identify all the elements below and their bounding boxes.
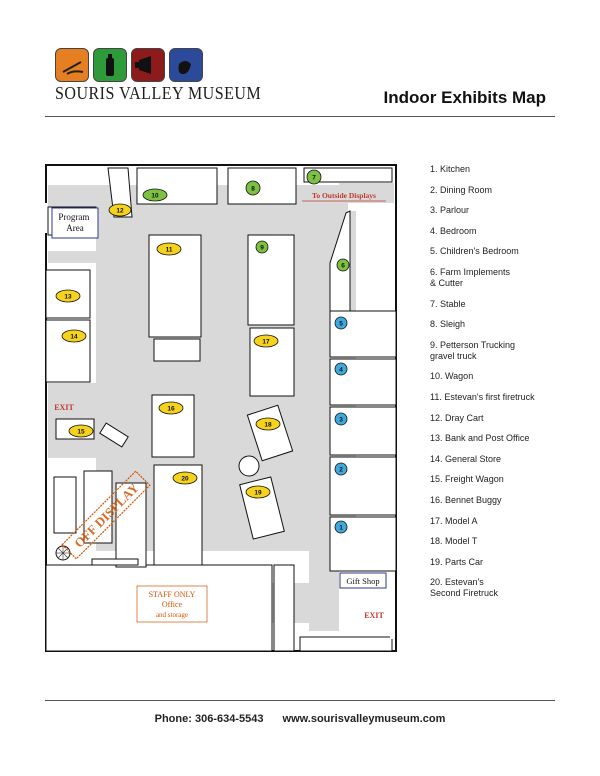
- logo-tile-orange: [55, 48, 89, 82]
- legend-item: 3. Parlour: [430, 205, 470, 216]
- svg-text:20: 20: [181, 476, 189, 483]
- program-area-line2: Area: [66, 223, 84, 233]
- svg-text:4: 4: [339, 367, 343, 374]
- svg-text:8: 8: [251, 186, 255, 193]
- marker-19: 19: [245, 485, 271, 499]
- legend-item: 7. Stable: [430, 298, 466, 309]
- marker-11: 11: [156, 242, 182, 256]
- svg-text:10: 10: [151, 193, 159, 200]
- marker-5: 5: [334, 316, 348, 330]
- marker-16: 16: [158, 401, 184, 415]
- legend-item: 15. Freight Wagon: [430, 474, 504, 485]
- floor-map: Program Area To Outside Displays EXIT EX…: [44, 164, 397, 652]
- marker-20: 20: [172, 471, 198, 485]
- legend-item: 4. Bedroom: [430, 225, 477, 236]
- footer-phone: Phone: 306-634-5543: [154, 713, 264, 725]
- staff-only-label: STAFF ONLY: [149, 590, 196, 599]
- legend-item: 5. Children's Bedroom: [430, 246, 519, 257]
- svg-text:17: 17: [262, 339, 270, 346]
- marker-2: 2: [334, 462, 348, 476]
- svg-text:13: 13: [64, 294, 72, 301]
- gift-shop-box: [339, 572, 387, 589]
- svg-text:6: 6: [341, 263, 345, 270]
- office-label: Office: [162, 600, 183, 609]
- legend-item: 19. Parts Car: [430, 556, 484, 567]
- legend-item: 18. Model T: [430, 536, 478, 547]
- footer: Phone: 306-634-5543 www.sourisvalleymuse…: [0, 713, 600, 725]
- gift-shop-label: Gift Shop: [346, 576, 379, 586]
- storage-label: and storage: [156, 611, 188, 619]
- outer-wall: [45, 164, 397, 652]
- svg-text:5: 5: [339, 321, 343, 328]
- svg-text:1: 1: [339, 525, 343, 532]
- marker-9: 9: [255, 240, 269, 254]
- page-title: Indoor Exhibits Map: [383, 88, 546, 107]
- footer-divider: [45, 700, 555, 701]
- marker-12: 12: [108, 203, 132, 217]
- marker-17: 17: [253, 334, 279, 348]
- marker-1: 1: [334, 520, 348, 534]
- legend-item: 6. Farm Implements & Cutter: [430, 266, 511, 288]
- marker-14: 14: [61, 329, 87, 343]
- legend-item: 9. Petterson Trucking gravel truck: [430, 339, 516, 361]
- marker-13: 13: [55, 289, 81, 303]
- svg-text:7: 7: [312, 175, 316, 182]
- footer-website[interactable]: www.sourisvalleymuseum.com: [282, 713, 446, 725]
- exit-label-right: EXIT: [364, 611, 384, 620]
- svg-text:9: 9: [260, 245, 264, 252]
- svg-text:16: 16: [167, 406, 175, 413]
- logo-icons: [62, 54, 191, 76]
- program-area-line1: Program: [58, 212, 89, 222]
- svg-text:11: 11: [166, 247, 173, 254]
- legend-item: 10. Wagon: [430, 371, 474, 382]
- marker-18: 18: [255, 417, 281, 431]
- marker-7: 7: [306, 169, 322, 185]
- legend-item: 2. Dining Room: [430, 184, 493, 195]
- program-area-box: [51, 207, 99, 239]
- marker-8: 8: [245, 180, 261, 196]
- svg-text:14: 14: [70, 334, 78, 341]
- legend-item: 13. Bank and Post Office: [430, 433, 530, 444]
- program-area-label: Program Area: [58, 212, 91, 233]
- svg-text:2: 2: [339, 467, 343, 474]
- legend-item: 17. Model A: [430, 515, 478, 526]
- legend-item: 11. Estevan's first firetruck: [430, 391, 535, 402]
- marker-10: 10: [142, 188, 168, 202]
- legend-item: 8. Sleigh: [430, 319, 466, 330]
- legend-item: 1. Kitchen: [430, 164, 471, 174]
- marker-15: 15: [68, 424, 94, 438]
- svg-text:3: 3: [339, 417, 343, 424]
- marker-3: 3: [334, 412, 348, 426]
- exit-label-left: EXIT: [54, 403, 74, 412]
- legend-item: 20. Estevan's Second Firetruck: [430, 577, 499, 599]
- svg-text:12: 12: [116, 208, 124, 215]
- svg-text:15: 15: [77, 429, 85, 436]
- to-outside-displays-label: To Outside Displays: [312, 191, 376, 200]
- marker-6: 6: [336, 258, 350, 272]
- staff-only-box: [136, 585, 208, 623]
- header-divider: [45, 116, 555, 117]
- svg-text:18: 18: [264, 422, 272, 429]
- legend-item: 16. Bennet Buggy: [430, 494, 502, 505]
- marker-4: 4: [334, 362, 348, 376]
- museum-name: SOURIS VALLEY MUSEUM: [55, 84, 262, 104]
- exhibit-legend: 1. Kitchen 2. Dining Room 3. Parlour 4. …: [430, 164, 590, 609]
- svg-text:19: 19: [254, 490, 262, 497]
- legend-item: 14. General Store: [430, 453, 502, 464]
- legend-item: 12. Dray Cart: [430, 412, 484, 423]
